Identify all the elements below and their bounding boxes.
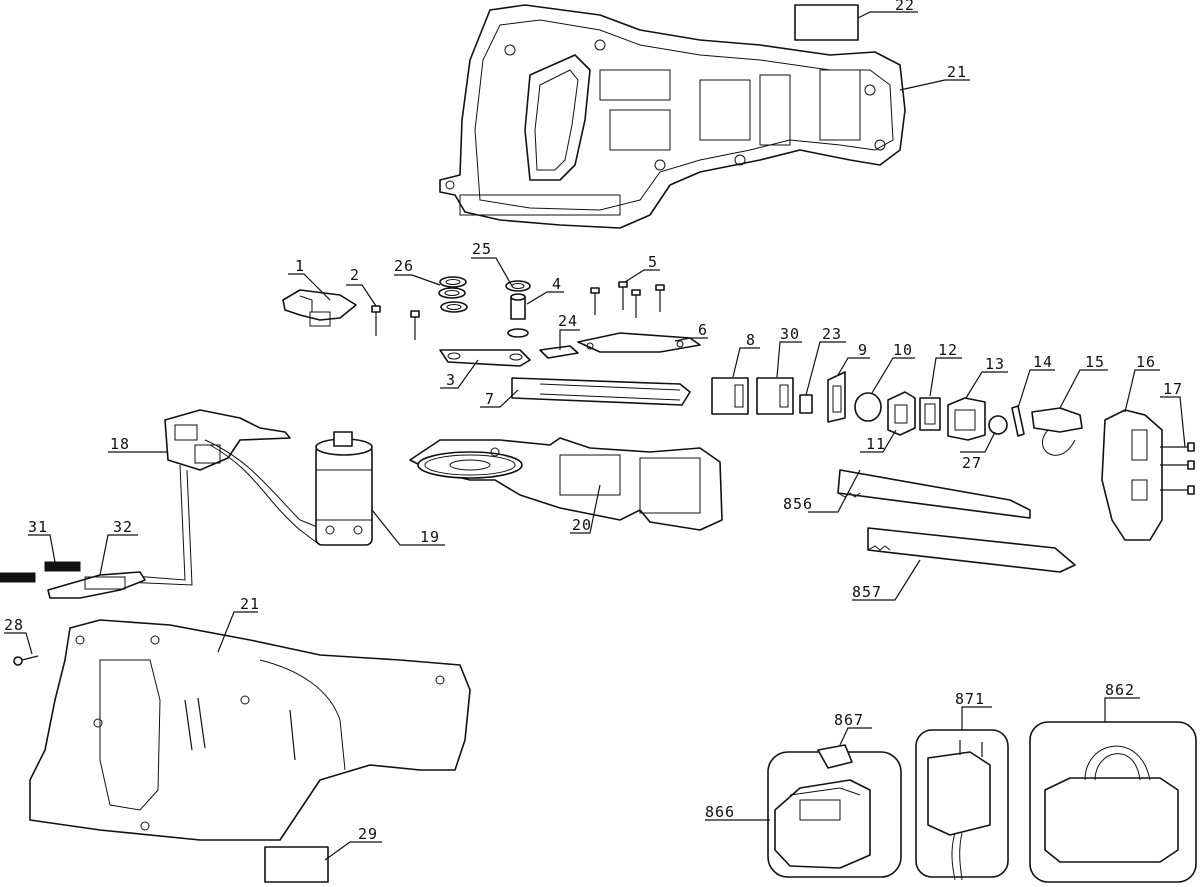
part-23-pad bbox=[799, 394, 813, 414]
callout-7: 7 bbox=[485, 390, 495, 408]
part-866-battery-box bbox=[767, 751, 902, 878]
callout-17: 17 bbox=[1163, 380, 1183, 398]
part-14-spring-clip bbox=[1011, 405, 1025, 437]
callout-27: 27 bbox=[962, 454, 982, 472]
callout-2: 2 bbox=[350, 266, 360, 284]
callout-3: 3 bbox=[446, 371, 456, 389]
part-13-sleeve bbox=[947, 397, 986, 441]
callout-13: 13 bbox=[985, 355, 1005, 373]
callout-18: 18 bbox=[110, 435, 130, 453]
part-18-switch bbox=[119, 409, 326, 586]
part-29-label-plate bbox=[264, 846, 329, 883]
part-857-blade bbox=[867, 527, 1076, 573]
callout-856: 856 bbox=[783, 495, 813, 513]
callout-866: 866 bbox=[705, 803, 735, 821]
callout-28: 28 bbox=[4, 616, 24, 634]
part-16-front-cover bbox=[1101, 409, 1163, 541]
part-7-plunger bbox=[511, 377, 691, 406]
callout-857: 857 bbox=[852, 583, 882, 601]
callout-16: 16 bbox=[1136, 353, 1156, 371]
callout-14: 14 bbox=[1033, 353, 1053, 371]
callout-11: 11 bbox=[866, 435, 886, 453]
callout-labels: 22 21 1 2 26 25 4 5 6 24 3 7 8 30 23 9 1… bbox=[4, 0, 1183, 843]
callout-19: 19 bbox=[420, 528, 440, 546]
part-32-switch-lever bbox=[47, 571, 146, 599]
callout-4: 4 bbox=[552, 275, 562, 293]
part-17-screws bbox=[1160, 442, 1195, 495]
part-5-screws bbox=[590, 281, 665, 318]
part-28-screw bbox=[13, 655, 39, 666]
callout-9: 9 bbox=[858, 341, 868, 359]
part-856-blade bbox=[837, 469, 1031, 519]
part-26-washers bbox=[438, 276, 468, 313]
callout-26: 26 bbox=[394, 257, 414, 275]
callout-22: 22 bbox=[895, 0, 915, 14]
part-3-lever bbox=[439, 349, 531, 367]
callout-867: 867 bbox=[834, 711, 864, 729]
part-6-bracket bbox=[577, 332, 701, 353]
part-1-switch-actuator bbox=[282, 289, 357, 327]
callout-30: 30 bbox=[780, 325, 800, 343]
part-15-blade-clamp bbox=[1031, 407, 1083, 456]
part-30-block bbox=[756, 377, 794, 415]
callout-15: 15 bbox=[1085, 353, 1105, 371]
callout-6: 6 bbox=[698, 321, 708, 339]
part-11-collar bbox=[887, 391, 916, 436]
part-871-charger-box bbox=[915, 729, 1009, 881]
part-9-guide bbox=[827, 371, 846, 423]
part-22-label-plate bbox=[794, 4, 859, 41]
callout-10: 10 bbox=[893, 341, 913, 359]
callout-20: 20 bbox=[572, 516, 592, 534]
callout-871: 871 bbox=[955, 690, 985, 708]
part-12-clamp bbox=[919, 397, 941, 431]
part-2-screw bbox=[371, 305, 420, 340]
part-862-bag-box bbox=[1029, 721, 1197, 883]
part-24-plate bbox=[539, 345, 579, 359]
callout-32: 32 bbox=[113, 518, 133, 536]
callout-1: 1 bbox=[295, 257, 305, 275]
callout-29: 29 bbox=[358, 825, 378, 843]
leader-lines bbox=[4, 11, 1186, 861]
callout-862: 862 bbox=[1105, 681, 1135, 699]
callout-21-top: 21 bbox=[947, 63, 967, 81]
part-31-springs bbox=[0, 561, 81, 583]
part-27-ball bbox=[988, 415, 1008, 435]
callout-31: 31 bbox=[28, 518, 48, 536]
callout-24: 24 bbox=[558, 312, 578, 330]
callout-12: 12 bbox=[938, 341, 958, 359]
part-20-gear-housing bbox=[409, 437, 723, 531]
part-21-housing-top bbox=[439, 4, 906, 229]
callout-21-bottom: 21 bbox=[240, 595, 260, 613]
callout-25: 25 bbox=[472, 240, 492, 258]
part-10-o-ring bbox=[854, 392, 882, 422]
callout-5: 5 bbox=[648, 253, 658, 271]
part-21-housing-bottom bbox=[29, 619, 471, 841]
callout-23: 23 bbox=[822, 325, 842, 343]
part-8-block bbox=[711, 377, 749, 415]
part-867-battery-cover bbox=[817, 744, 853, 769]
part-19-motor bbox=[315, 431, 373, 546]
part-4-pin bbox=[507, 293, 529, 338]
callout-8: 8 bbox=[746, 331, 756, 349]
